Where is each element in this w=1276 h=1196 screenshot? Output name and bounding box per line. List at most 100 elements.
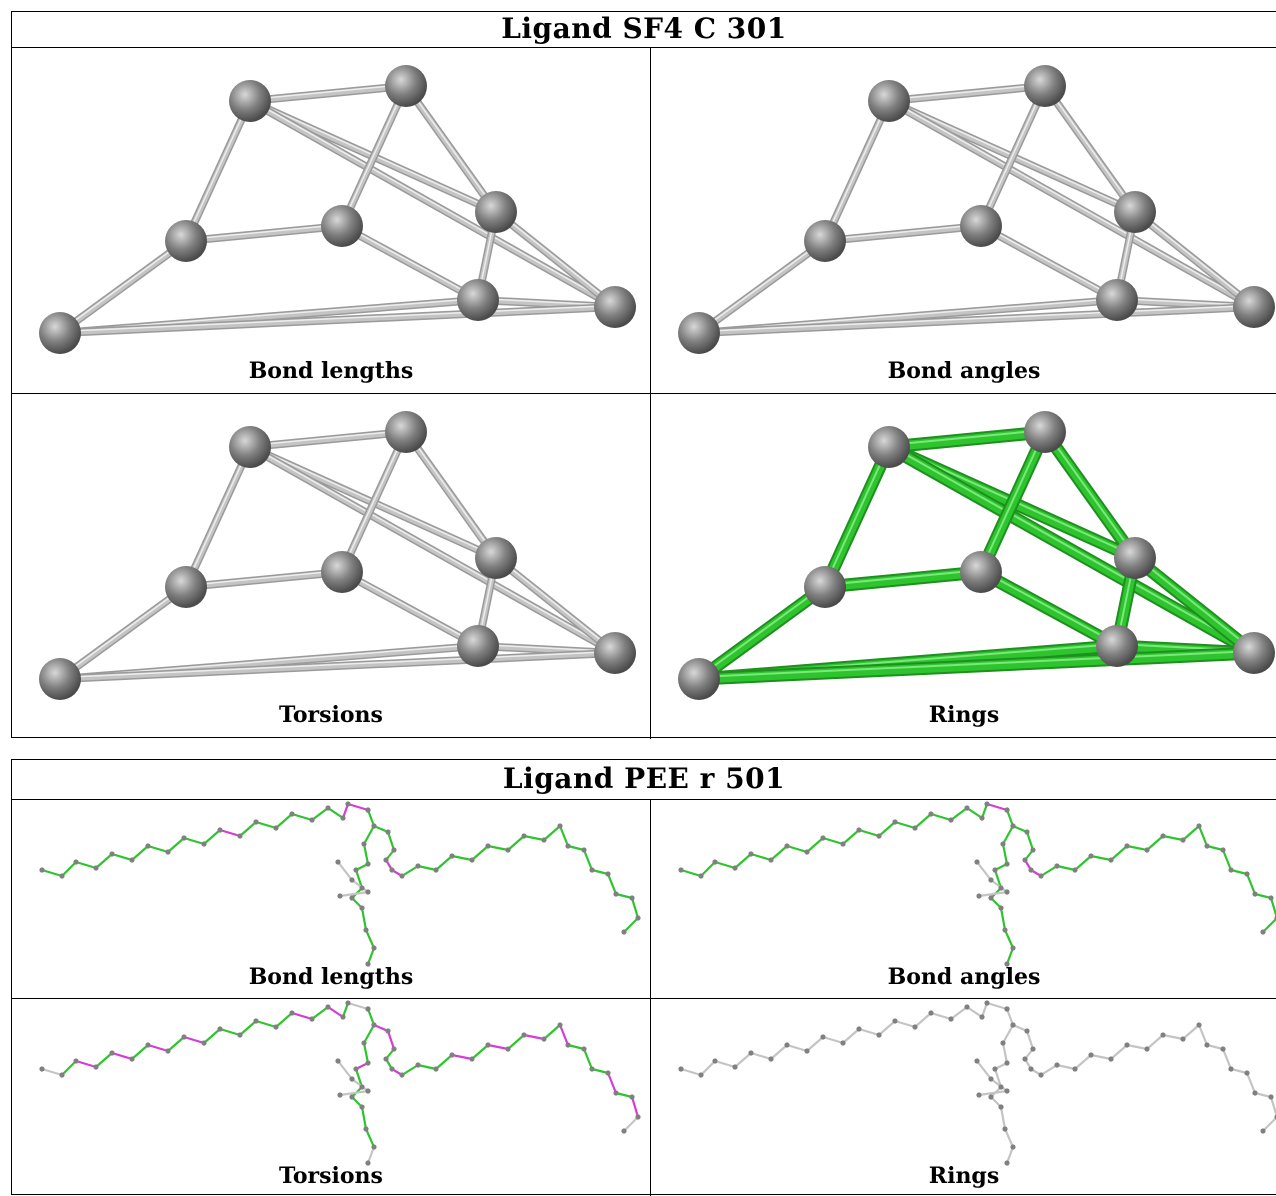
bond-highlight — [886, 98, 1257, 310]
atom — [589, 1066, 595, 1072]
panel-pee-torsions: Torsions — [12, 999, 650, 1195]
molecule-view — [39, 65, 636, 354]
bond — [1055, 864, 1077, 872]
atom — [541, 1036, 547, 1042]
atom — [337, 893, 343, 899]
atom — [353, 1066, 359, 1072]
atom — [1204, 1042, 1210, 1048]
atom — [433, 1066, 439, 1072]
molecule — [678, 1000, 1276, 1166]
bond-highlight — [820, 567, 986, 592]
bond-highlight — [884, 427, 1050, 452]
bond — [1161, 834, 1185, 842]
bond — [364, 928, 376, 950]
bond — [1005, 808, 1015, 828]
atom — [698, 873, 704, 879]
bond-shine — [980, 223, 1118, 300]
atom — [768, 1056, 774, 1062]
bond-shine — [1134, 209, 1255, 307]
atom — [678, 658, 720, 700]
panel-pee-bond-lengths: Bond lengths — [12, 800, 650, 998]
bond — [360, 906, 368, 932]
atom — [1088, 853, 1094, 859]
atom — [385, 1028, 391, 1034]
bond — [1253, 1091, 1273, 1099]
atom — [365, 1006, 371, 1012]
bond-shine — [341, 569, 479, 646]
atom — [984, 801, 990, 807]
atom — [964, 1004, 970, 1010]
bond — [1161, 1033, 1185, 1041]
bond — [310, 806, 330, 822]
atom — [1072, 1066, 1078, 1072]
bond — [110, 852, 134, 862]
table-title: Ligand SF4 C 301 — [12, 12, 1276, 48]
bond — [290, 1011, 314, 1021]
panel-caption: Bond lengths — [248, 964, 414, 990]
atom — [613, 891, 619, 897]
atom — [253, 1018, 259, 1024]
atom — [359, 885, 365, 891]
atom — [712, 1058, 718, 1064]
bond — [522, 834, 546, 842]
bond — [1003, 1127, 1015, 1149]
bond — [1221, 1047, 1233, 1071]
atom — [371, 823, 377, 829]
atom — [309, 1016, 315, 1022]
atom — [363, 1126, 369, 1132]
bond — [614, 1091, 634, 1099]
bond — [985, 1001, 1009, 1011]
atom — [1004, 1060, 1010, 1066]
atom — [181, 1034, 187, 1040]
bond — [985, 802, 1009, 812]
atom — [1108, 857, 1114, 863]
atom — [974, 859, 980, 865]
atom — [361, 841, 367, 847]
bond — [416, 864, 438, 872]
atom — [201, 841, 207, 847]
atom — [1124, 1042, 1130, 1048]
bond-shine — [185, 569, 343, 587]
bond-highlight — [57, 650, 618, 682]
bond — [1001, 842, 1009, 866]
bond — [40, 1067, 64, 1077]
atom — [1160, 1032, 1166, 1038]
panel-caption: Bond lengths — [248, 358, 414, 384]
atom — [399, 873, 405, 879]
atom — [145, 843, 151, 849]
atom — [1030, 847, 1036, 853]
atom — [1220, 1046, 1226, 1052]
bond-highlight — [696, 304, 1257, 336]
atom — [321, 205, 363, 247]
bond — [346, 1001, 370, 1011]
bond — [146, 844, 170, 854]
atom — [1233, 286, 1275, 328]
atom — [349, 895, 355, 901]
bond — [606, 1071, 618, 1095]
atom — [629, 1094, 635, 1100]
bond — [1145, 1033, 1165, 1051]
atom — [605, 871, 611, 877]
panel-caption: Rings — [928, 702, 1000, 728]
atom — [229, 80, 271, 122]
atom — [345, 801, 351, 807]
bond — [965, 1005, 984, 1019]
bond — [486, 844, 510, 852]
bond — [274, 1011, 294, 1029]
bond-shine — [1134, 555, 1255, 652]
bond — [913, 1011, 933, 1029]
atom — [1088, 1052, 1094, 1058]
bond — [366, 808, 376, 828]
atom — [1054, 863, 1060, 869]
atom — [361, 1040, 367, 1046]
atom — [389, 867, 395, 873]
atom — [273, 1024, 279, 1030]
atom — [1268, 1094, 1274, 1100]
bond — [366, 946, 376, 966]
atom — [1244, 871, 1250, 877]
bond — [630, 1095, 640, 1119]
bond — [749, 852, 773, 862]
molecule-view — [39, 1000, 641, 1166]
atom — [201, 1040, 207, 1046]
atom — [621, 929, 627, 935]
